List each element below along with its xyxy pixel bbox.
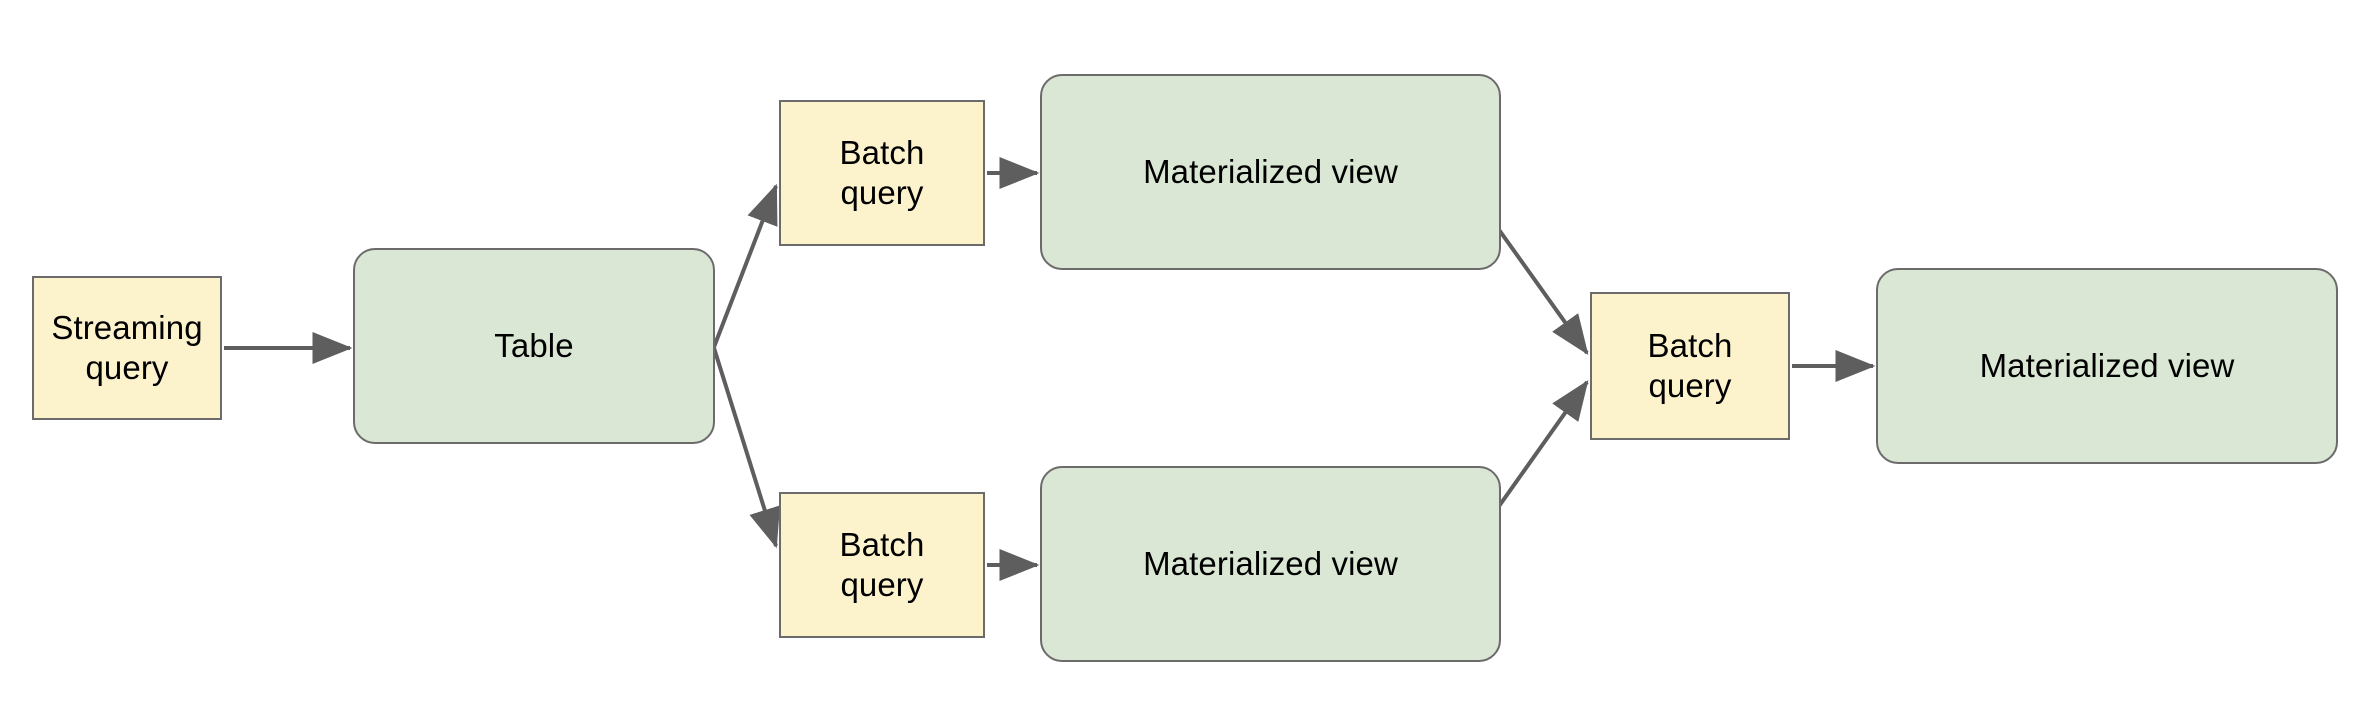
node-batch-query-bottom-label: Batch query	[839, 525, 925, 603]
node-materialized-view-bottom[interactable]: Materialized view	[1040, 466, 1501, 662]
node-streaming-query-label: Streaming query	[51, 308, 203, 386]
edge-table-to-batch-query-top	[712, 183, 778, 348]
node-table[interactable]: Table	[353, 248, 715, 444]
edge-mv-top-to-batch-query-join	[1490, 218, 1589, 355]
node-batch-query-join-label: Batch query	[1647, 326, 1733, 404]
node-batch-query-join[interactable]: Batch query	[1590, 292, 1790, 440]
node-materialized-view-bottom-label: Materialized view	[1143, 544, 1398, 582]
edge-table-to-batch-query-bottom	[712, 347, 781, 549]
node-materialized-view-top-label: Materialized view	[1143, 152, 1398, 190]
node-table-label: Table	[494, 326, 574, 364]
node-streaming-query[interactable]: Streaming query	[32, 276, 222, 420]
node-batch-query-bottom[interactable]: Batch query	[779, 492, 985, 638]
edge-mv-bottom-to-batch-query-join	[1490, 380, 1589, 518]
node-materialized-view-final-label: Materialized view	[1979, 346, 2235, 384]
node-batch-query-top-label: Batch query	[839, 133, 925, 211]
node-materialized-view-final[interactable]: Materialized view	[1876, 268, 2338, 464]
node-materialized-view-top[interactable]: Materialized view	[1040, 74, 1501, 270]
node-batch-query-top[interactable]: Batch query	[779, 100, 985, 246]
